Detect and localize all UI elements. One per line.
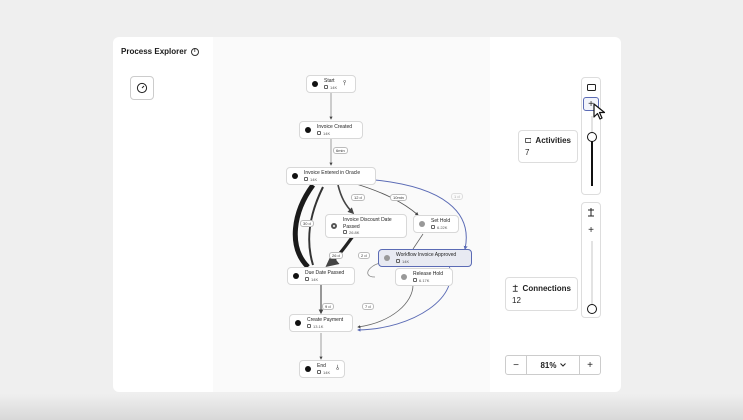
edge-discount-duedate: [325, 235, 355, 267]
node-workflow-approved[interactable]: Workflow Invoice Approved 14K: [378, 249, 472, 267]
edge-label: 10min: [390, 194, 407, 201]
node-release-hold[interactable]: Release Hold 6.17K: [395, 268, 453, 286]
activity-box-icon: [583, 80, 599, 94]
activities-slider-knob[interactable]: [587, 132, 597, 142]
count-icon: [413, 278, 417, 283]
process-explorer-panel: Process Explorer i: [113, 37, 621, 392]
zoom-out-button[interactable]: −: [513, 359, 519, 371]
node-due-date-passed[interactable]: Due Date Passed 14K: [287, 267, 355, 285]
connections-slider[interactable]: +: [581, 202, 601, 318]
count-icon: [317, 370, 321, 375]
count-icon: [307, 324, 311, 329]
connection-icon: [583, 205, 599, 219]
node-discount-passed[interactable]: Invoice Discount Date Passed 26.8K: [325, 214, 407, 238]
activity-dot-icon: [419, 221, 425, 227]
edge-label: 30 d: [300, 220, 314, 227]
node-set-hold[interactable]: Set Hold 6.22K: [413, 215, 459, 233]
speedometer-button[interactable]: [130, 76, 154, 100]
end-dot-icon: [305, 366, 311, 372]
connections-count: 12: [512, 296, 521, 305]
zoom-level-dropdown[interactable]: 81%: [526, 356, 580, 374]
node-invoice-created[interactable]: Invoice Created 14K: [299, 121, 363, 139]
count-icon: [317, 131, 321, 136]
count-icon: [324, 85, 328, 90]
activity-box-icon: [525, 138, 532, 143]
edge-label: 26 d: [329, 252, 343, 259]
activities-slider-fill: [591, 140, 593, 186]
count-icon: [304, 177, 308, 182]
activity-dot-icon: [401, 274, 407, 280]
page-title: Process Explorer i: [121, 47, 199, 56]
edge-entered-duedate-thin: [308, 186, 324, 266]
activities-count: 7: [525, 148, 530, 157]
connections-plus-button[interactable]: +: [588, 224, 594, 236]
zoom-in-button[interactable]: +: [587, 359, 593, 371]
edge-entered-discount: [337, 184, 355, 215]
activity-dot-icon: [295, 320, 301, 326]
zoom-control: − 81% +: [505, 355, 601, 375]
edge-sethold-workflow: [412, 233, 424, 250]
speedometer-icon: [136, 82, 148, 94]
count-icon: [396, 259, 400, 264]
edge-label: 9 d: [322, 303, 334, 310]
count-icon: [431, 225, 435, 230]
activity-dot-icon: [293, 273, 299, 279]
edge-label: 7 d: [362, 303, 374, 310]
edge-entered-duedate-thick: [292, 183, 316, 269]
connection-icon: [512, 284, 518, 292]
node-end[interactable]: End 14K ⫰: [299, 360, 345, 378]
activities-slider[interactable]: +: [581, 77, 601, 195]
info-icon[interactable]: i: [190, 47, 199, 56]
pin-icon[interactable]: ⫯: [343, 80, 347, 87]
edge-label: 2 d: [358, 252, 370, 259]
edge-release-payment: [357, 284, 414, 329]
count-icon: [343, 230, 347, 235]
activity-dot-icon: [384, 255, 390, 261]
pin-icon[interactable]: ⫰: [336, 365, 340, 372]
count-icon: [305, 277, 309, 282]
activity-dot-icon: [305, 127, 311, 133]
edge-entered-workflow: [374, 179, 468, 250]
chevron-down-icon: [559, 363, 566, 367]
activities-card: Activities 7: [518, 130, 578, 163]
edge-label: 6min: [333, 147, 348, 154]
node-invoice-entered[interactable]: Invoice Entered in Oracle 14K: [286, 167, 376, 185]
cursor-icon: [593, 103, 606, 120]
connections-slider-track[interactable]: [591, 241, 593, 309]
start-dot-icon: [312, 81, 318, 87]
node-start[interactable]: Start 14K ⫯: [306, 75, 356, 93]
bottom-shade: [0, 394, 743, 420]
connections-slider-knob[interactable]: [587, 304, 597, 314]
activity-ring-icon: [331, 223, 337, 229]
edge-label: 12 d: [351, 194, 365, 201]
edge-label: 1 d: [451, 193, 463, 200]
connections-card: Connections 12: [505, 277, 578, 311]
node-create-payment[interactable]: Create Payment 13.1K: [289, 314, 353, 332]
activity-dot-icon: [292, 173, 298, 179]
